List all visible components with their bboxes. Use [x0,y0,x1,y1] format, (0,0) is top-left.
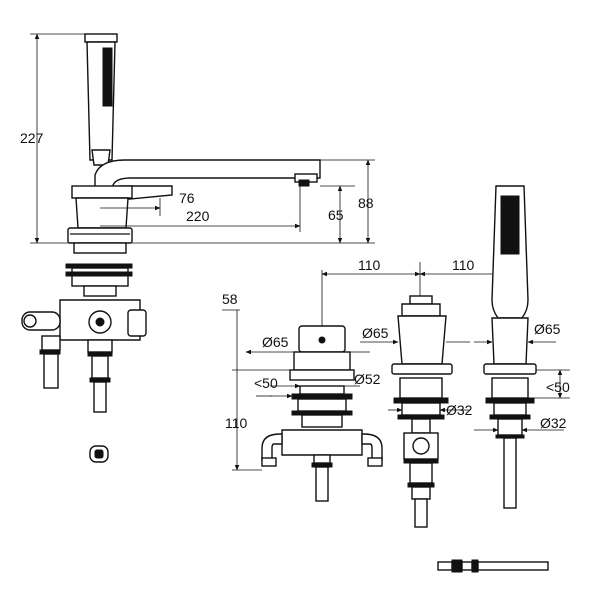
spout-mount-component: 58 110 Ø65 <50 Ø52 [222,291,383,502]
dim-76: 76 [179,190,195,206]
body-top-plate [71,185,133,199]
hose-detail [437,559,549,573]
dim-phi32-1: Ø32 [446,402,473,418]
spout-arm [94,159,321,191]
dim-220: 220 [186,208,210,224]
dim-phi65-1: Ø65 [262,334,289,350]
mixer-valve-component: Ø65 Ø32 [360,295,473,528]
dim-65: 65 [328,207,344,223]
dim-phi32-2: Ø32 [540,415,567,431]
dim-phi65-2: Ø65 [362,325,389,341]
dim-lt50-left: <50 [254,375,278,391]
body-column [75,197,129,229]
dim-phi65-3: Ø65 [534,321,561,337]
handshower-holder-component: Ø65 <50 Ø32 [474,185,570,509]
dim-58: 58 [222,291,238,307]
handshower-head-top [84,33,118,43]
dim-lt50-right: <50 [546,379,570,395]
dim-110-left: 110 [358,257,381,273]
dim-phi52: Ø52 [354,371,381,387]
dim-110-right: 110 [452,257,475,273]
rosette [67,227,133,244]
spout-side-view: 76 220 65 88 227 [20,33,375,463]
dim-88: 88 [358,195,374,211]
dim-110-deck: 110 [225,415,248,431]
handshower-spray-face [102,47,113,107]
center-spacing-dims: 110 110 [321,257,515,330]
dim-227: 227 [20,130,44,146]
